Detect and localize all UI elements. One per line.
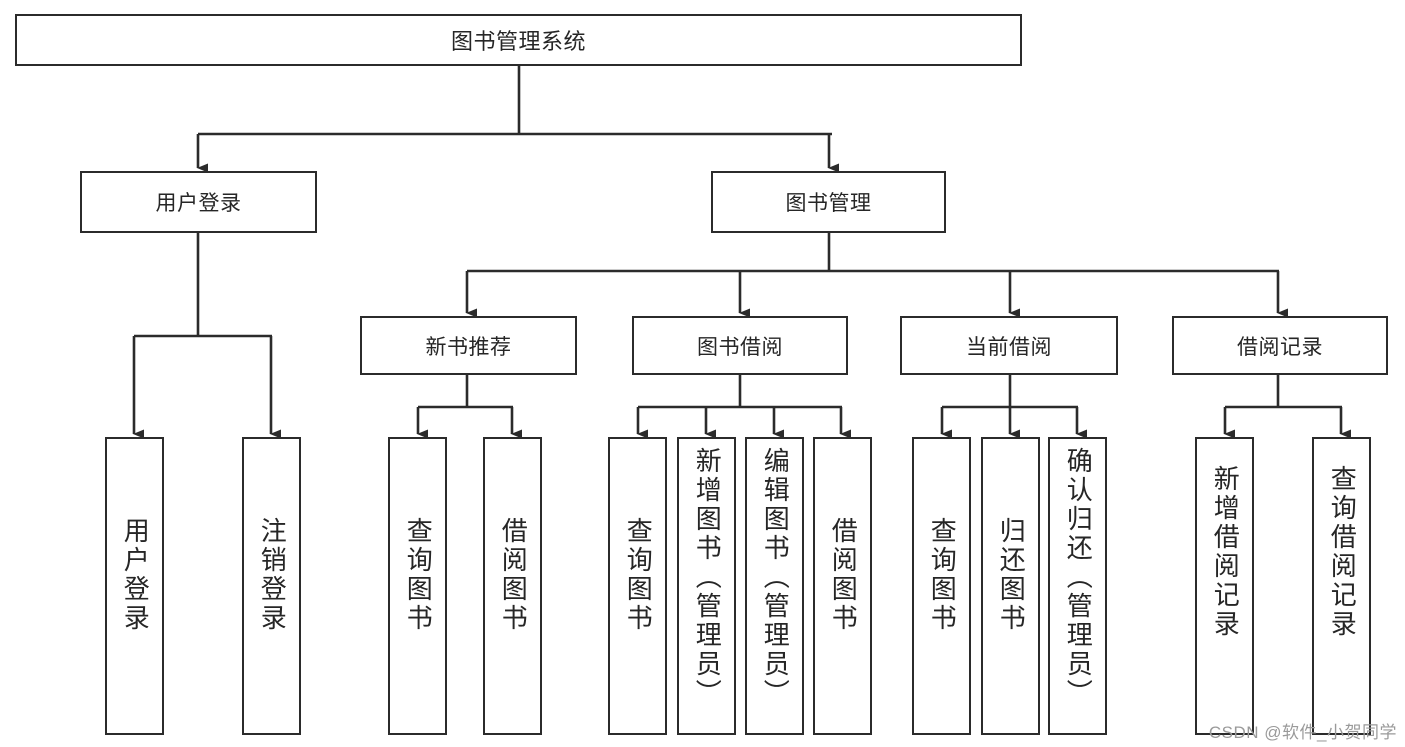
node-current-borrow[interactable]: 当前借阅 — [900, 316, 1118, 375]
leaf-label: 查询图书 — [927, 517, 958, 633]
leaf-label: 借阅图书 — [828, 517, 859, 633]
leaf-user-login-logout[interactable]: 注销登录 — [242, 437, 301, 735]
node-borrow-record[interactable]: 借阅记录 — [1172, 316, 1388, 375]
leaf-label: 编辑图书（管理员） — [760, 447, 791, 708]
leaf-label: 查询图书 — [403, 517, 434, 633]
leaf-label: 借阅图书 — [498, 517, 529, 633]
leaf-label: 新增借阅记录 — [1210, 465, 1241, 639]
leaf-borrow-record-query-record[interactable]: 查询借阅记录 — [1312, 437, 1371, 735]
node-user-login[interactable]: 用户登录 — [80, 171, 317, 233]
leaf-label: 用户登录 — [120, 517, 151, 633]
node-book-borrow[interactable]: 图书借阅 — [632, 316, 848, 375]
leaf-new-book-query-book[interactable]: 查询图书 — [388, 437, 447, 735]
node-root-system[interactable]: 图书管理系统 — [15, 14, 1022, 66]
node-book-management[interactable]: 图书管理 — [711, 171, 946, 233]
leaf-borrow-record-add-record[interactable]: 新增借阅记录 — [1195, 437, 1254, 735]
leaf-book-borrow-query-book[interactable]: 查询图书 — [608, 437, 667, 735]
leaf-book-borrow-edit-book-admin[interactable]: 编辑图书（管理员） — [745, 437, 804, 735]
leaf-user-login-login[interactable]: 用户登录 — [105, 437, 164, 735]
leaf-label: 注销登录 — [257, 517, 288, 633]
leaf-label: 归还图书 — [996, 517, 1027, 633]
leaf-current-borrow-query-book[interactable]: 查询图书 — [912, 437, 971, 735]
leaf-label: 新增图书（管理员） — [692, 447, 723, 708]
leaf-book-borrow-add-book-admin[interactable]: 新增图书（管理员） — [677, 437, 736, 735]
watermark-text: CSDN @软件_小贺同学 — [1208, 723, 1397, 742]
leaf-new-book-borrow-book[interactable]: 借阅图书 — [483, 437, 542, 735]
leaf-label: 查询借阅记录 — [1327, 465, 1358, 639]
node-new-book-recommend[interactable]: 新书推荐 — [360, 316, 577, 375]
leaf-label: 查询图书 — [623, 517, 654, 633]
leaf-current-borrow-return-book[interactable]: 归还图书 — [981, 437, 1040, 735]
leaf-label: 确认归还（管理员） — [1063, 447, 1094, 708]
leaf-current-borrow-confirm-return-admin[interactable]: 确认归还（管理员） — [1048, 437, 1107, 735]
leaf-book-borrow-borrow-book[interactable]: 借阅图书 — [813, 437, 872, 735]
